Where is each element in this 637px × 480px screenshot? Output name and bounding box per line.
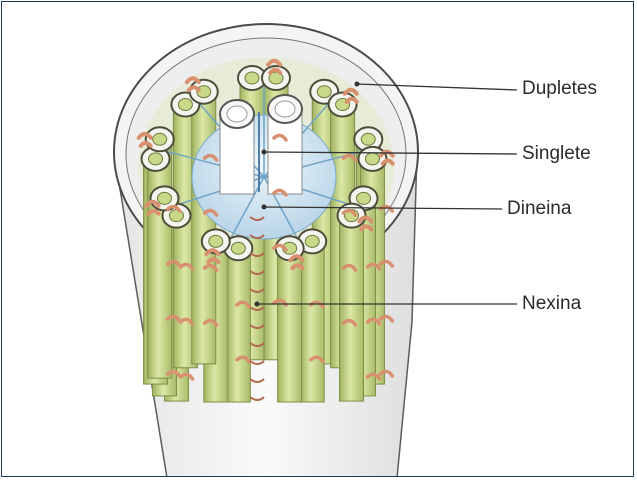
doublet-lumen <box>361 133 375 145</box>
label-dineina: Dineina <box>507 199 571 218</box>
doublet-lumen <box>365 153 379 165</box>
doublet-lumen <box>245 72 259 84</box>
doublet-lumen <box>149 153 163 165</box>
doublet-tube <box>340 216 364 401</box>
doublet-lumen <box>169 210 183 222</box>
doublet-lumen <box>178 99 192 111</box>
doublet-lumen <box>317 86 331 98</box>
doublet-lumen <box>357 192 371 204</box>
doublet-lumen <box>305 235 319 247</box>
doublet-tube <box>148 139 172 378</box>
doublet-tube <box>278 248 302 402</box>
doublet-tube <box>226 248 250 402</box>
doublet-lumen <box>153 133 167 145</box>
doublet-lumen <box>209 235 223 247</box>
label-singlete: Singlete <box>522 144 591 163</box>
label-nexina: Nexina <box>522 294 581 313</box>
doublet-lumen <box>231 242 245 254</box>
doublet-tube <box>300 241 324 402</box>
doublet-lumen <box>157 192 171 204</box>
label-dupletes: Dupletes <box>522 79 597 98</box>
